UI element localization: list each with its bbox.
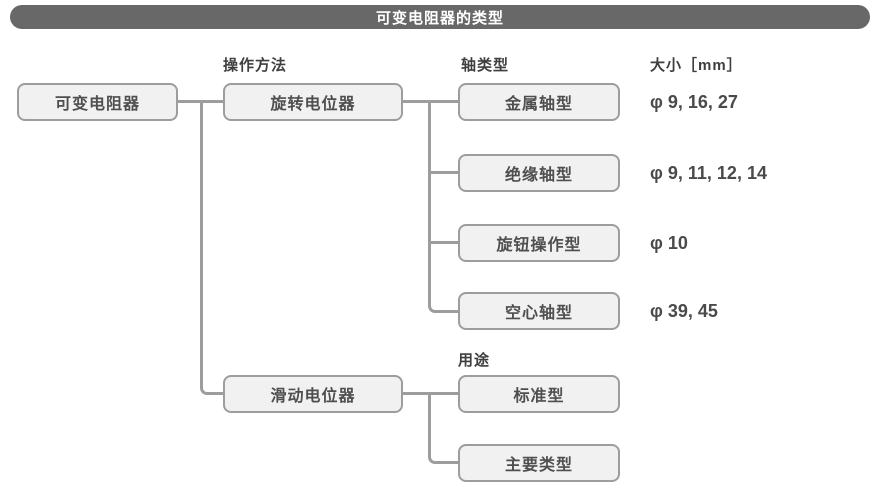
- node-standard-type: 标准型: [458, 375, 620, 413]
- node-insulated-shaft-type: 绝缘轴型: [458, 154, 620, 192]
- node-hollow-shaft-type: 空心轴型: [458, 292, 620, 330]
- label-size-mm: 大小［mm］: [650, 57, 743, 74]
- node-rotary-potentiometer: 旋转电位器: [223, 83, 403, 121]
- diagram-title-bar: 可变电阻器的类型: [10, 5, 870, 29]
- connector-rotary-to-knob: [428, 241, 458, 244]
- label-purpose: 用途: [458, 352, 491, 369]
- node-metal-shaft-type: 金属轴型: [458, 83, 620, 121]
- size-hollow-shaft: φ 39, 45: [650, 300, 718, 321]
- connector-rotary-to-insulated-shaft: [428, 171, 458, 174]
- diagram-title: 可变电阻器的类型: [375, 9, 504, 27]
- connector-slide-to-standard: [403, 392, 458, 395]
- connector-root-to-rotary: [178, 100, 224, 103]
- connector-rotary-to-hollow-shaft: [428, 102, 458, 313]
- connector-root-to-slide: [200, 102, 224, 395]
- node-main-types: 主要类型: [458, 444, 620, 482]
- label-shaft-type: 轴类型: [461, 57, 510, 74]
- size-insulated-shaft: φ 9, 11, 12, 14: [650, 162, 767, 183]
- size-metal-shaft: φ 9, 16, 27: [650, 91, 738, 112]
- node-slide-potentiometer: 滑动电位器: [223, 375, 403, 413]
- label-operation-method: 操作方法: [223, 57, 288, 74]
- connector-rotary-to-metal-shaft: [403, 100, 458, 103]
- connector-slide-to-main-types: [428, 394, 458, 464]
- node-knob-operation-type: 旋钮操作型: [458, 224, 620, 262]
- node-variable-resistor: 可变电阻器: [17, 83, 178, 121]
- size-knob-operation: φ 10: [650, 232, 688, 253]
